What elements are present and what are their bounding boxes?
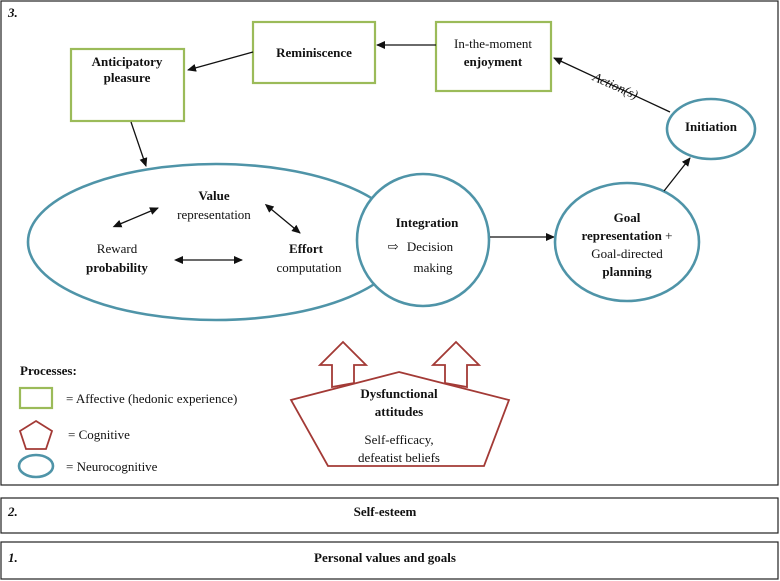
- dysfunctional-label-1: Dysfunctional: [360, 386, 438, 401]
- self-esteem-label: Self-esteem: [354, 504, 417, 519]
- value-label-1: Value: [198, 188, 230, 203]
- up-arrow-left-icon: [317, 340, 369, 389]
- decision-label-1: Decision: [407, 239, 454, 254]
- arrow-value-effort: [264, 203, 301, 234]
- legend-neurocognitive-label: = Neurocognitive: [66, 459, 158, 474]
- legend-affective-label: = Affective (hedonic experience): [66, 391, 237, 406]
- effort-label-1: Effort: [289, 241, 324, 256]
- value-label-2: representation: [177, 207, 251, 222]
- legend-neurocognitive-swatch: [17, 453, 55, 479]
- initiation-label: Initiation: [685, 119, 738, 134]
- enjoyment-label-2: enjoyment: [464, 54, 523, 69]
- integration-label: Integration: [396, 215, 460, 230]
- decision-label-2: making: [414, 260, 453, 275]
- panel-2-frame: [0, 497, 779, 534]
- anticipatory-pleasure-box: [69, 47, 186, 123]
- goal-label-3: Goal-directed: [591, 246, 663, 261]
- dysfunctional-attitudes-pentagon: [289, 371, 511, 467]
- reminiscence-box: [251, 20, 377, 85]
- reward-label-2: probability: [86, 260, 148, 275]
- goal-label-2: representation +: [582, 228, 673, 243]
- goal-label-4: planning: [602, 264, 652, 279]
- goal-label-1: Goal: [614, 210, 641, 225]
- panel-1-number: 1.: [8, 550, 18, 565]
- anticipatory-label-2: pleasure: [104, 70, 151, 85]
- legend-cognitive-label: = Cognitive: [68, 427, 130, 442]
- decision-arrow-icon: ⇨: [388, 239, 399, 254]
- effort-label-2: computation: [277, 260, 342, 275]
- reward-label-1: Reward: [97, 241, 138, 256]
- dysfunctional-label-3: Self-efficacy,: [364, 432, 433, 447]
- arrow-reward-value: [112, 207, 159, 228]
- dysfunctional-label-2: attitudes: [375, 404, 423, 419]
- personal-values-label: Personal values and goals: [314, 550, 456, 565]
- enjoyment-box: [434, 20, 553, 93]
- dysfunctional-label-4: defeatist beliefs: [358, 450, 440, 465]
- arrow-reminiscence-to-anticipatory: [187, 51, 254, 72]
- arrow-initiation-to-enjoyment: [553, 57, 671, 113]
- legend-title: Processes:: [20, 363, 77, 378]
- legend-cognitive-swatch: [18, 419, 54, 450]
- anticipatory-label-1: Anticipatory: [92, 54, 163, 69]
- enjoyment-label-1: In-the-moment: [454, 36, 532, 51]
- panel-1-frame: [0, 541, 779, 580]
- reminiscence-label: Reminiscence: [276, 45, 352, 60]
- arrow-anticipatory-to-value: [130, 121, 148, 167]
- panel-3-number: 3.: [7, 5, 18, 20]
- legend-affective-swatch: [18, 386, 54, 410]
- up-arrow-right-icon: [430, 340, 482, 389]
- goal-ellipse: [553, 181, 701, 303]
- panel-2-number: 2.: [7, 504, 18, 519]
- initiation-ellipse: [665, 97, 757, 161]
- arrow-goal-to-initiation: [663, 157, 691, 192]
- integration-circle: [355, 172, 491, 308]
